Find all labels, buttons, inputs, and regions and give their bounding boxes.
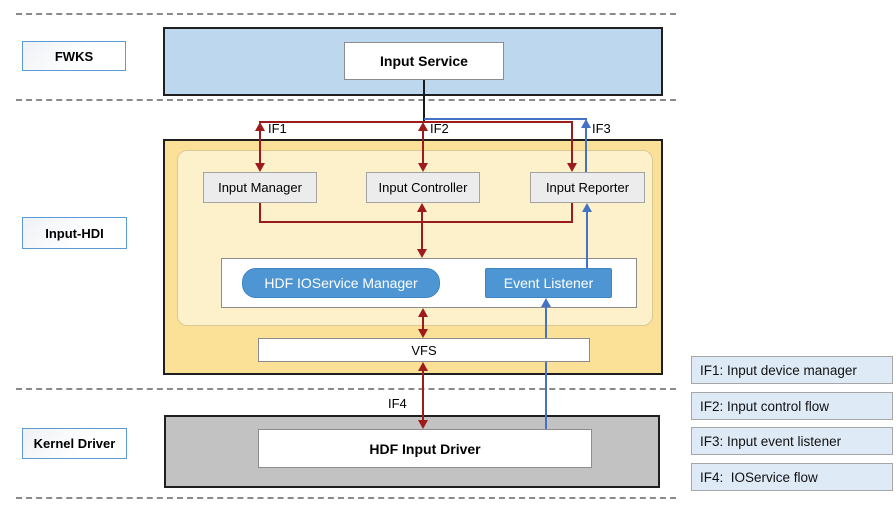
controller-arrowhead-up [417, 203, 427, 212]
layer-label-input-hdi-text: Input-HDI [45, 225, 104, 241]
node-input-controller-text: Input Controller [378, 180, 468, 195]
if1-arrowhead-down [255, 163, 265, 172]
node-hdf-input-driver-text: HDF Input Driver [369, 440, 481, 457]
node-input-manager: Input Manager [203, 172, 317, 203]
if1-label: IF1 [268, 121, 287, 136]
if4-vertical-line [422, 370, 424, 420]
if2-vertical-line [422, 130, 424, 164]
dashed-separator-hdi-kernel [16, 388, 676, 390]
dashed-separator-bottom [16, 497, 676, 499]
node-input-reporter-text: Input Reporter [545, 180, 630, 195]
node-hdf-ioservice-manager: HDF IOService Manager [242, 268, 440, 298]
if4-arrowhead-up [418, 362, 428, 371]
if2-label: IF2 [430, 121, 449, 136]
blue-line-driver-eventlistener [545, 307, 547, 429]
node-vfs-text: VFS [411, 342, 437, 358]
reporter-bus-stub [571, 203, 573, 223]
reporter-red-drop-line [571, 121, 573, 164]
if4-label: IF4 [388, 396, 407, 411]
layer-label-fwks: FWKS [22, 41, 126, 71]
red-bus-horizontal-line [259, 221, 573, 223]
node-event-listener: Event Listener [485, 268, 612, 298]
node-vfs: VFS [258, 338, 590, 362]
legend-item-if2: IF2: Input control flow [691, 392, 893, 420]
dashed-separator-fwks-hdi [16, 99, 676, 101]
if2-arrowhead-up [418, 122, 428, 131]
blue-line-reporter-eventlistener [586, 212, 588, 268]
node-hdf-ioservice-manager-text: HDF IOService Manager [264, 275, 418, 291]
legend-item-if4: IF4: IOService flow [691, 463, 893, 491]
if3-label: IF3 [592, 121, 611, 136]
if-red-horizontal-line [259, 121, 573, 123]
node-event-listener-text: Event Listener [503, 275, 594, 291]
node-input-service: Input Service [344, 42, 504, 80]
node-hdf-input-driver: HDF Input Driver [258, 429, 592, 468]
if3-vertical-line-top [585, 127, 587, 172]
layer-label-input-hdi: Input-HDI [22, 217, 127, 249]
dashed-separator-top [16, 13, 676, 15]
layer-label-fwks-text: FWKS [54, 48, 94, 64]
if1-vertical-line [259, 130, 261, 164]
node-input-controller: Input Controller [366, 172, 480, 203]
layer-label-kernel-driver: Kernel Driver [22, 428, 127, 459]
input-service-stem-line [423, 80, 425, 122]
eventlistener-blue-arrowhead-up [541, 298, 551, 307]
if3-arrowhead-up [581, 119, 591, 128]
container-arrowhead-down [417, 249, 427, 258]
manager-bus-stub [259, 203, 261, 223]
if3-blue-horizontal-line [424, 118, 587, 120]
bus-to-container-line [421, 212, 423, 249]
if4-arrowhead-down [418, 420, 428, 429]
vfs-arrowhead-down [418, 329, 428, 338]
reporter-blue-arrowhead-up [582, 203, 592, 212]
legend-item-if3: IF3: Input event listener [691, 427, 893, 455]
if2-arrowhead-down [418, 163, 428, 172]
container-vfs-line [422, 316, 424, 330]
node-input-manager-text: Input Manager [218, 180, 302, 195]
node-input-reporter: Input Reporter [530, 172, 645, 203]
vfs-arrowhead-up [418, 308, 428, 317]
node-input-service-text: Input Service [380, 53, 468, 69]
if1-arrowhead-up [255, 122, 265, 131]
legend-item-if1: IF1: Input device manager [691, 356, 893, 384]
layer-label-kernel-driver-text: Kernel Driver [33, 436, 116, 451]
reporter-red-arrowhead-down [567, 163, 577, 172]
